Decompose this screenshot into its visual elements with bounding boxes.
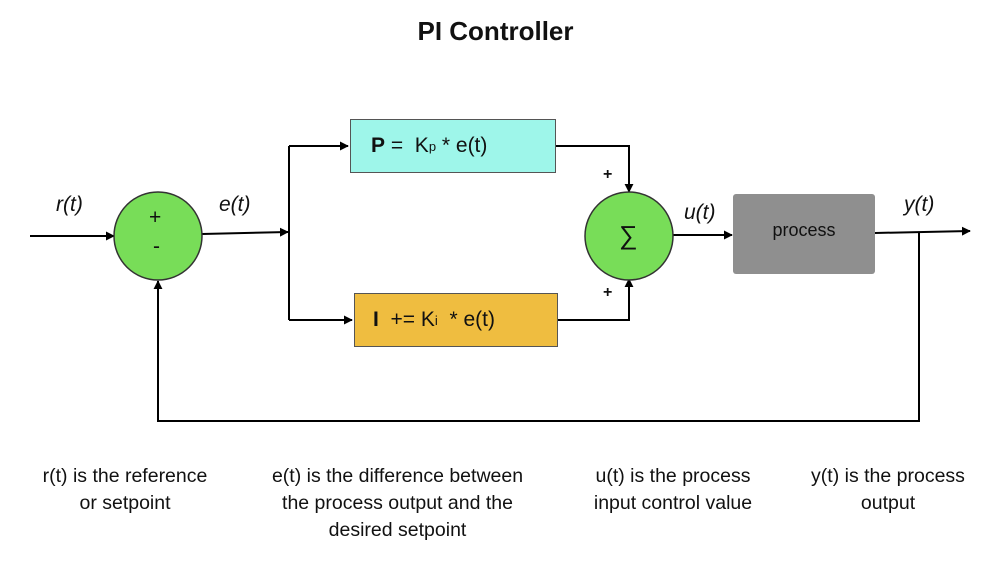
output-arrow: [874, 226, 971, 236]
note-r-line1: r(t) is the reference: [42, 465, 208, 487]
signal-label-r: r(t): [56, 193, 83, 216]
i-block-subscript: i: [434, 312, 438, 328]
note-u: u(t) is the process input control value: [568, 463, 778, 517]
feedback-arrow: [153, 233, 920, 422]
note-u-line2: input control value: [593, 492, 753, 514]
signal-label-u: u(t): [684, 201, 716, 224]
note-u-line1: u(t) is the process: [595, 465, 751, 487]
signal-label-y: y(t): [904, 193, 935, 216]
diagram-title: PI Controller: [417, 16, 574, 46]
p-block-subscript: p: [428, 138, 437, 154]
summing-junction: [113, 191, 203, 281]
p-block-letter: P: [371, 134, 386, 157]
sigma-plus-bottom: +: [603, 284, 613, 301]
i-to-sum-arrow: [558, 278, 634, 321]
note-e: e(t) is the difference between the proce…: [245, 463, 550, 544]
note-e-line3: desired setpoint: [328, 519, 467, 541]
note-r-line2: or setpoint: [79, 492, 171, 514]
note-y-line2: output: [860, 492, 916, 514]
sigma-plus-top: +: [603, 166, 613, 183]
i-block-rest: * e(t): [437, 308, 495, 331]
p-block-rest: * e(t): [436, 134, 488, 157]
summing-plus-sign: +: [149, 206, 162, 229]
note-y: y(t) is the process output: [793, 463, 983, 517]
signal-label-e: e(t): [219, 193, 251, 216]
note-e-line2: the process output and the: [282, 492, 513, 514]
p-block-equation: = K: [390, 134, 429, 157]
note-r: r(t) is the reference or setpoint: [20, 463, 230, 517]
p-to-sum-arrow: [556, 145, 634, 193]
process-block: process: [733, 194, 875, 274]
i-block-letter: I: [373, 308, 379, 331]
sigma-symbol: ∑: [619, 220, 638, 250]
summing-minus-sign: -: [153, 235, 160, 258]
note-e-line1: e(t) is the difference between: [271, 465, 524, 487]
note-y-line1: y(t) is the process: [811, 465, 965, 487]
error-arrow: [201, 227, 289, 237]
i-block-equation: += K: [390, 308, 435, 331]
sigma-node: [584, 191, 674, 281]
process-label: process: [772, 220, 836, 240]
